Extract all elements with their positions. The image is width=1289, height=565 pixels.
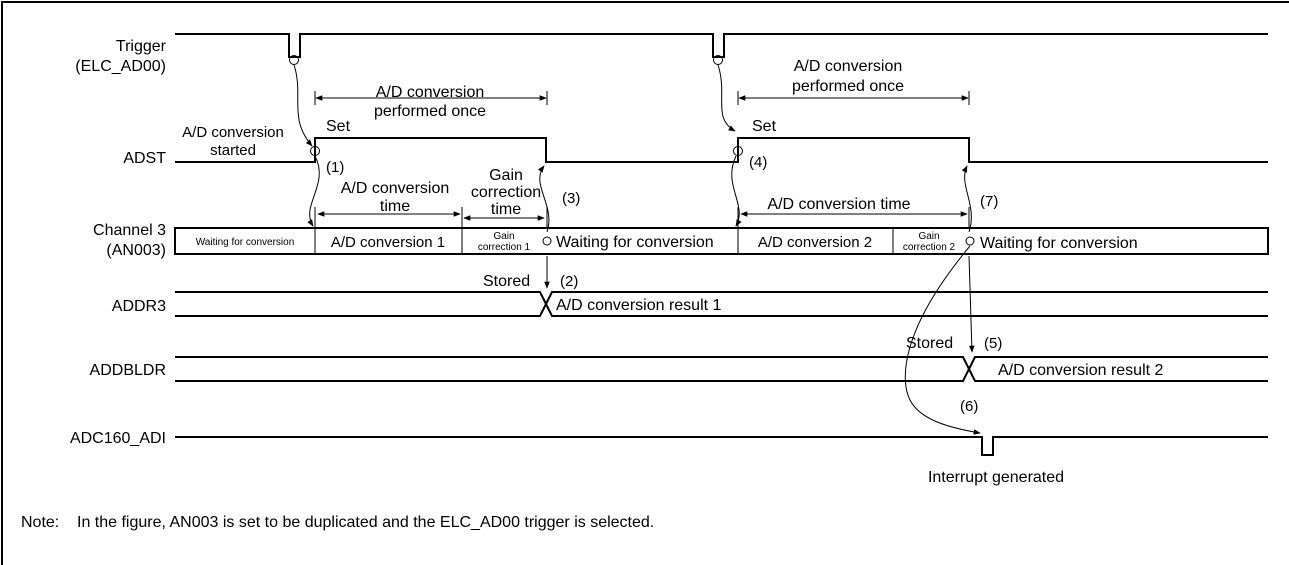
adi-interrupt-arrow — [904, 245, 981, 435]
marker-3: (3) — [562, 190, 580, 207]
signal-adi-label: ADC160_ADI — [70, 430, 166, 447]
set-label-1: Set — [326, 118, 351, 135]
ad-time-full-label: A/D conversion time — [767, 196, 910, 213]
result-1: A/D conversion result 1 — [556, 297, 722, 314]
ad-started-label-b: started — [210, 142, 256, 159]
trigger-waveform — [175, 33, 1268, 58]
addr3-bus — [175, 291, 1268, 317]
segment-conversion-2: A/D conversion 2 — [758, 234, 872, 251]
signal-trigger-sub-label: (ELC_AD00) — [75, 58, 166, 75]
channel-bar — [174, 227, 1269, 255]
segment-gain-2b: correction 2 — [903, 242, 956, 253]
segment-conversion-1: A/D conversion 1 — [331, 234, 445, 251]
adst-to-channel-arrow-1 — [307, 155, 320, 227]
stored-label-2: Stored — [906, 335, 953, 352]
segment-gain-1b: correction 1 — [478, 242, 531, 253]
adst-edge-marker-1 — [310, 146, 320, 156]
gain-time-label-c: time — [491, 201, 521, 218]
ad-once-label-2b: performed once — [792, 78, 904, 95]
gain-time-label-b: correction — [471, 184, 541, 201]
marker-7: (7) — [980, 193, 998, 210]
signal-addr3-label: ADDR3 — [112, 298, 166, 315]
note-label: Note: — [21, 514, 59, 531]
stored-label-1: Stored — [483, 273, 530, 290]
adi-waveform — [175, 436, 1268, 456]
marker-4: (4) — [749, 154, 767, 171]
gain-time-label-a: Gain — [489, 167, 523, 184]
trigger-edge-marker-1 — [289, 55, 299, 65]
ad-started-label-a: A/D conversion — [182, 124, 284, 141]
adst-waveform — [175, 137, 1268, 163]
channel-to-adst-arrow-2 — [961, 165, 972, 233]
ad-once-label-1b: performed once — [374, 103, 486, 120]
signal-trigger-label: Trigger — [116, 38, 167, 55]
segment-waiting-1: Waiting for conversion — [196, 237, 295, 248]
signal-addbldr-label: ADDBLDR — [90, 362, 166, 379]
ad-time-label-a: A/D conversion — [341, 180, 450, 197]
trigger-edge-marker-2 — [713, 55, 723, 65]
ad-time-label-b: time — [380, 198, 410, 215]
signal-channel-label: Channel 3 — [93, 222, 166, 239]
interrupt-label: Interrupt generated — [928, 469, 1064, 486]
trigger-to-adst-arrow-2 — [717, 64, 736, 132]
segment-waiting-3: Waiting for conversion — [980, 235, 1138, 252]
signal-channel-sub-label: (AN003) — [106, 242, 166, 259]
trigger-to-adst-arrow-1 — [293, 64, 313, 147]
segment-gain-1a: Gain — [493, 231, 514, 242]
segment-gain-2a: Gain — [918, 231, 939, 242]
signal-adst-label: ADST — [123, 150, 166, 167]
stored-arrow-2 — [968, 255, 975, 353]
adst-edge-marker-2 — [733, 146, 743, 156]
ad-once-label-2a: A/D conversion — [794, 58, 903, 75]
marker-6: (6) — [960, 398, 978, 415]
result-2: A/D conversion result 2 — [998, 362, 1164, 379]
set-label-2: Set — [752, 118, 777, 135]
addbldr-bus — [175, 356, 1268, 382]
channel-to-adst-arrow-1 — [538, 165, 550, 233]
channel-marker-2 — [965, 236, 975, 246]
marker-5: (5) — [984, 335, 1002, 352]
marker-1: (1) — [326, 159, 344, 176]
note-text: In the figure, AN003 is set to be duplic… — [77, 514, 654, 531]
adst-to-channel-arrow-2 — [731, 155, 742, 227]
channel-marker-1 — [542, 236, 552, 246]
marker-2: (2) — [560, 273, 578, 290]
segment-waiting-2: Waiting for conversion — [556, 234, 714, 251]
